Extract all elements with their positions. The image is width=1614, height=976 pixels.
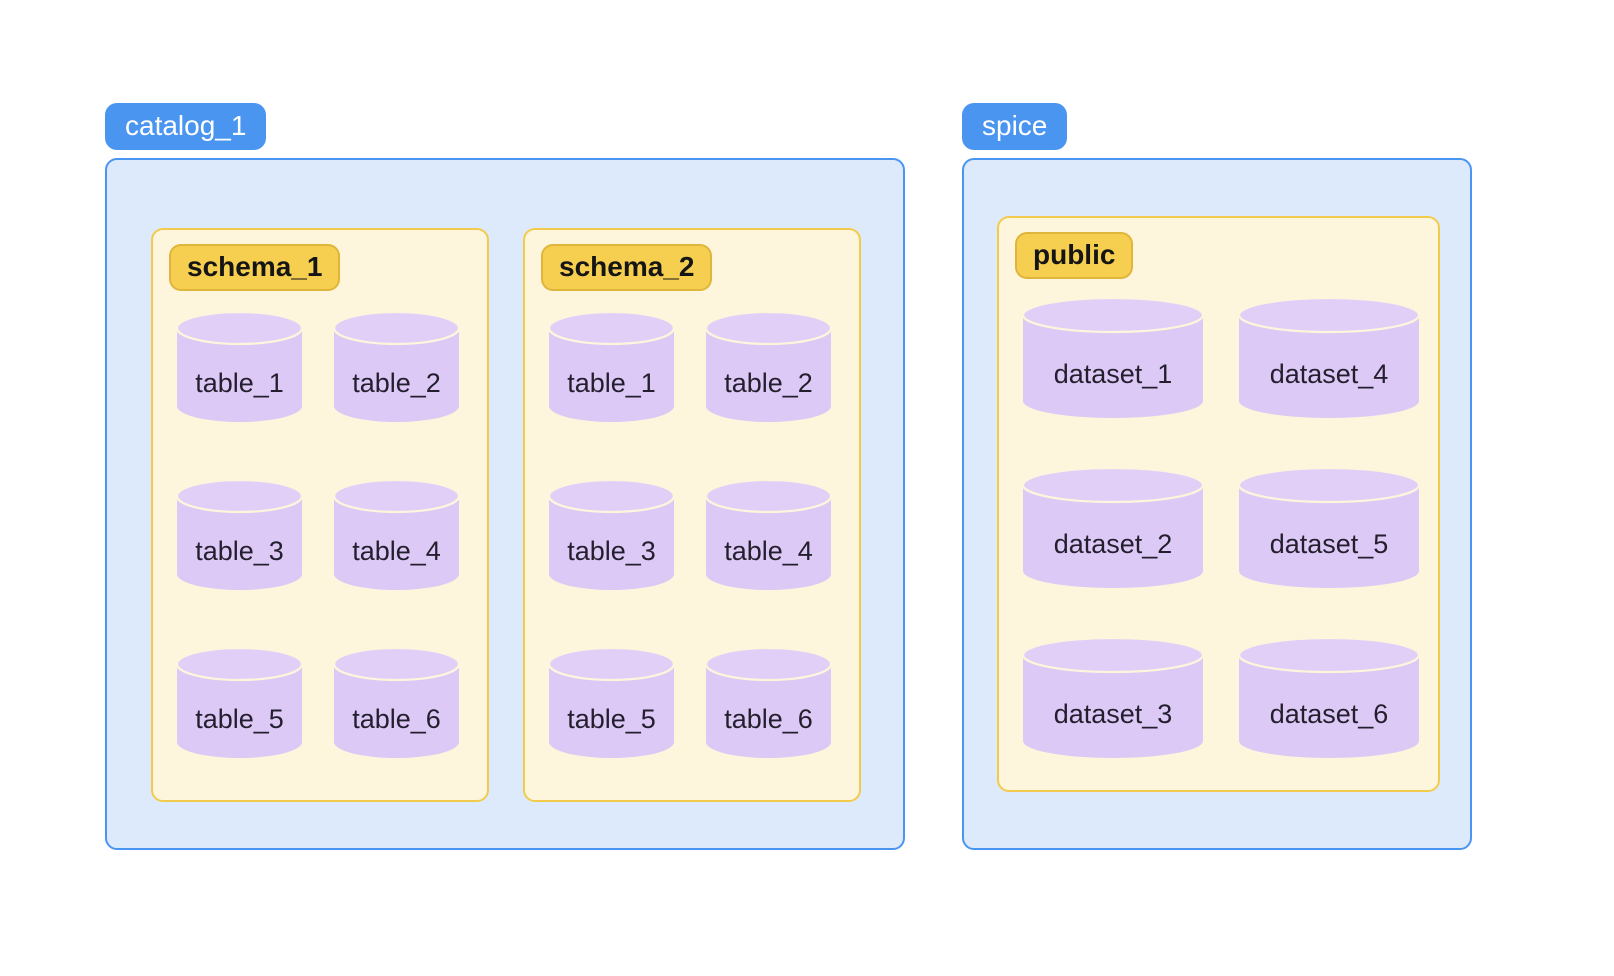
cylinder-shape <box>1239 298 1419 418</box>
group-label-spice[interactable]: spice <box>962 103 1068 151</box>
schema-label-schema-1[interactable]: schema_1 <box>169 244 341 292</box>
schema-label-public[interactable]: public <box>1015 232 1134 280</box>
cylinder-dataset-6[interactable]: dataset_6 <box>1239 638 1419 758</box>
cylinder-shape <box>177 312 302 422</box>
schema-label-schema-2[interactable]: schema_2 <box>541 244 713 292</box>
cylinder-dataset-2[interactable]: dataset_2 <box>1023 468 1203 588</box>
cylinder-shape <box>1023 638 1203 758</box>
cylinder-shape <box>334 480 459 590</box>
cylinder-shape <box>706 648 831 758</box>
cylinder-shape <box>1239 468 1419 588</box>
cylinder-shape <box>334 312 459 422</box>
cylinder-shape <box>549 648 674 758</box>
cylinder-shape <box>706 480 831 590</box>
cylinder-shape <box>177 480 302 590</box>
cylinder-dataset-3[interactable]: dataset_3 <box>1023 638 1203 758</box>
cylinder-shape <box>706 312 831 422</box>
cylinder-shape <box>549 480 674 590</box>
cylinder-shape <box>1239 638 1419 758</box>
group-label-catalog-1[interactable]: catalog_1 <box>105 103 267 151</box>
cylinder-shape <box>1023 468 1203 588</box>
cylinder-dataset-4[interactable]: dataset_4 <box>1239 298 1419 418</box>
cylinder-dataset-1[interactable]: dataset_1 <box>1023 298 1203 418</box>
cylinder-shape <box>549 312 674 422</box>
cylinder-shape <box>177 648 302 758</box>
cylinder-shape <box>334 648 459 758</box>
cylinder-shape <box>1023 298 1203 418</box>
cylinder-dataset-5[interactable]: dataset_5 <box>1239 468 1419 588</box>
